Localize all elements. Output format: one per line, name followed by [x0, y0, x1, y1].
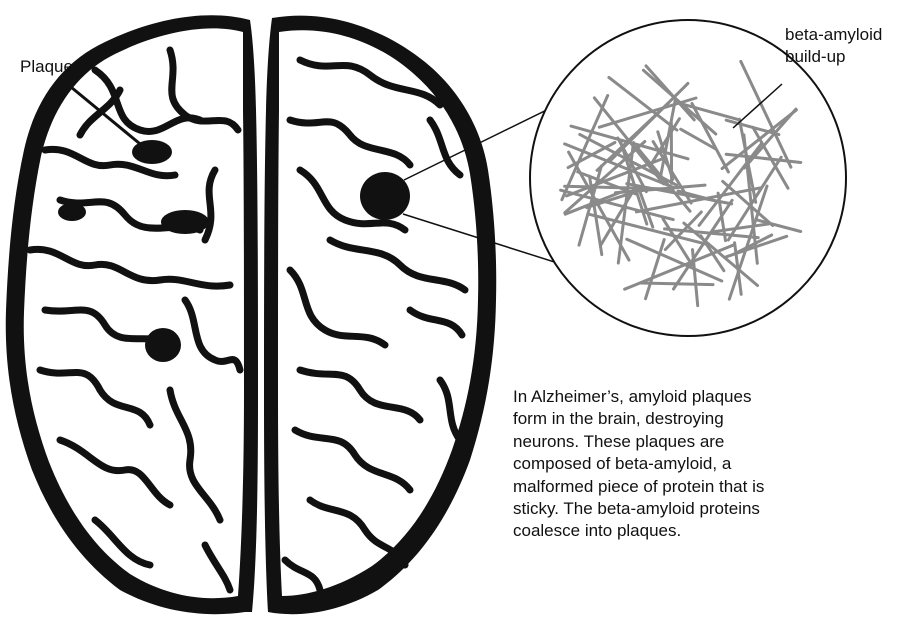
beta-amyloid-label-line2: build-up — [785, 46, 846, 68]
plaque-large — [360, 172, 410, 220]
caption-line: sticky. The beta-amyloid proteins — [513, 498, 883, 520]
caption-line: In Alzheimer’s, amyloid plaques — [513, 386, 883, 408]
caption-line: malformed piece of protein that is — [513, 476, 883, 498]
caption-line: form in the brain, destroying — [513, 408, 883, 430]
right-hemisphere — [264, 16, 496, 615]
plaque-label: Plaque — [20, 56, 73, 78]
caption-line: coalesce into plaques. — [513, 520, 883, 542]
caption-line: composed of beta-amyloid, a — [513, 453, 883, 475]
caption: In Alzheimer’s, amyloid plaques form in … — [513, 386, 883, 543]
beta-amyloid-label-line1: beta-amyloid — [785, 24, 882, 46]
left-hemisphere — [6, 15, 258, 614]
caption-line: neurons. These plaques are — [513, 431, 883, 453]
